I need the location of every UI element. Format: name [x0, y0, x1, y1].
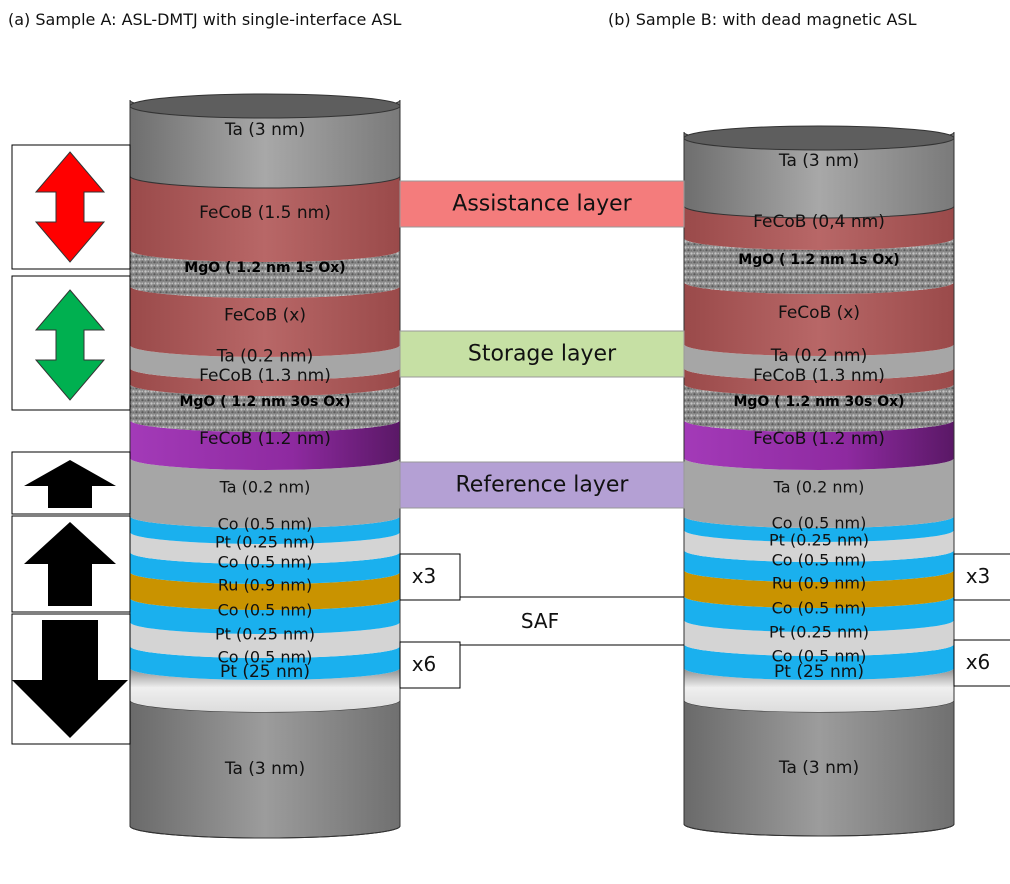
repeat-x6-b-box — [953, 639, 1010, 687]
fecob-storage-layer — [684, 368, 954, 396]
sample_b-stack — [683, 125, 955, 837]
mgo-barrier-layer — [684, 384, 954, 432]
co-2-layer — [130, 552, 400, 584]
fecob-x-label: FeCoB (x) — [778, 303, 860, 323]
repeat-x6-a: x6 — [412, 652, 437, 676]
fecob-storage-label: FeCoB (1.3 nm) — [753, 366, 885, 386]
co-4-layer — [684, 644, 954, 680]
co-2-label: Co (0.5 nm) — [772, 551, 867, 570]
fecob-reference-layer — [130, 420, 400, 470]
fecob-storage-label: FeCoB (1.3 nm) — [199, 366, 331, 386]
pt-buffer-layer — [130, 668, 400, 712]
ta-seed-label: Ta (3 nm) — [778, 758, 859, 778]
ta-cap-label: Ta (3 nm) — [778, 151, 859, 171]
ta-spacer-label: Ta (0.2 nm) — [770, 346, 867, 366]
storage-layer-label: Storage layer — [468, 342, 617, 367]
pt-buffer-label: Pt (25 nm) — [220, 662, 310, 682]
ru-label: Ru (0.9 nm) — [772, 574, 866, 593]
pt-1-label: Pt (0.25 nm) — [215, 533, 315, 552]
assistance-layer-label-box — [399, 180, 685, 228]
co-4-layer — [130, 646, 400, 680]
ru-label: Ru (0.9 nm) — [218, 576, 312, 595]
arrow-down-icon — [12, 620, 128, 738]
sample_a-stack — [129, 93, 401, 839]
pt-2-layer — [130, 622, 400, 658]
fecob-x-layer — [684, 282, 954, 356]
fecob-reference-layer — [684, 420, 954, 470]
fecob-reference-label: FeCoB (1.2 nm) — [199, 429, 331, 449]
repeat-x6-a-box — [399, 641, 461, 689]
fecob-assist-label: FeCoB (0,4 nm) — [753, 212, 885, 232]
repeat-x3-a-box — [399, 553, 461, 601]
repeat-x3-b: x3 — [966, 564, 991, 588]
co-3-label: Co (0.5 nm) — [218, 601, 313, 620]
pt-1-label: Pt (0.25 nm) — [769, 531, 869, 550]
reference-layer-label: Reference layer — [456, 473, 630, 498]
mgo-barrier-label: MgO ( 1.2 nm 30s Ox) — [179, 394, 350, 410]
repeat-x6-b: x6 — [966, 650, 991, 674]
fecob-assist-label: FeCoB (1.5 nm) — [199, 203, 331, 223]
co-3-label: Co (0.5 nm) — [772, 599, 867, 618]
reference-layer-label-box — [399, 461, 685, 509]
title-sample-b: (b) Sample B: with dead magnetic ASL — [608, 10, 917, 29]
co-2-label: Co (0.5 nm) — [218, 553, 313, 572]
pt-1-layer — [130, 532, 400, 564]
repeat-x3-a: x3 — [412, 564, 437, 588]
pt-2-layer — [684, 620, 954, 656]
repeat-x3-b-box — [953, 553, 1010, 601]
saf-label: SAF — [521, 609, 559, 633]
ta-spacer-2-layer — [130, 458, 400, 528]
arrow-up-icon — [24, 522, 116, 606]
fecob-assist-layer — [130, 176, 400, 262]
co-1-layer — [684, 516, 954, 542]
title-sample-a: (a) Sample A: ASL-DMTJ with single-inter… — [8, 10, 402, 29]
fecob-storage-layer — [130, 368, 400, 396]
pt-2-label: Pt (0.25 nm) — [769, 623, 869, 642]
ta-spacer-layer — [130, 345, 400, 380]
mgo-top-label: MgO ( 1.2 nm 1s Ox) — [184, 260, 345, 276]
pt-buffer-label: Pt (25 nm) — [774, 662, 864, 682]
co-1-layer — [130, 516, 400, 544]
double-arrow-red-icon — [34, 151, 106, 263]
pt-2-label: Pt (0.25 nm) — [215, 625, 315, 644]
mgo-top-layer — [130, 250, 400, 298]
sample_b-cylinder-top — [683, 125, 955, 151]
co-4-label: Co (0.5 nm) — [772, 647, 867, 666]
ta-cap-label: Ta (3 nm) — [224, 120, 305, 140]
pt-1-layer — [684, 530, 954, 562]
ta-spacer-2-layer — [684, 458, 954, 528]
ta-spacer-2-label: Ta (0.2 nm) — [773, 478, 865, 497]
co-2-layer — [684, 550, 954, 582]
fecob-x-label: FeCoB (x) — [224, 306, 306, 326]
storage-layer-label-box — [399, 330, 685, 378]
ta-seed-label: Ta (3 nm) — [224, 759, 305, 779]
ru-layer — [684, 570, 954, 608]
fecob-assist-layer — [684, 206, 954, 250]
fecob-x-layer — [130, 286, 400, 357]
mgo-top-label: MgO ( 1.2 nm 1s Ox) — [738, 252, 899, 268]
co-1-label: Co (0.5 nm) — [218, 515, 313, 534]
mgo-barrier-label: MgO ( 1.2 nm 30s Ox) — [733, 394, 904, 410]
double-arrow-green-icon — [34, 289, 106, 401]
mgo-barrier-layer — [130, 384, 400, 432]
ru-layer — [130, 572, 400, 610]
co-3-layer — [130, 598, 400, 634]
ta-spacer-label: Ta (0.2 nm) — [216, 347, 313, 367]
mgo-top-layer — [684, 238, 954, 294]
co-1-label: Co (0.5 nm) — [772, 514, 867, 533]
co-4-label: Co (0.5 nm) — [218, 648, 313, 667]
fecob-reference-label: FeCoB (1.2 nm) — [753, 429, 885, 449]
pt-buffer-layer — [684, 668, 954, 712]
sample_a-cylinder-top — [129, 93, 401, 119]
ta-spacer-2-label: Ta (0.2 nm) — [219, 478, 311, 497]
co-3-layer — [684, 596, 954, 632]
arrow-up-icon — [24, 460, 116, 508]
ta-spacer-layer — [684, 344, 954, 380]
assistance-layer-label: Assistance layer — [452, 192, 632, 217]
